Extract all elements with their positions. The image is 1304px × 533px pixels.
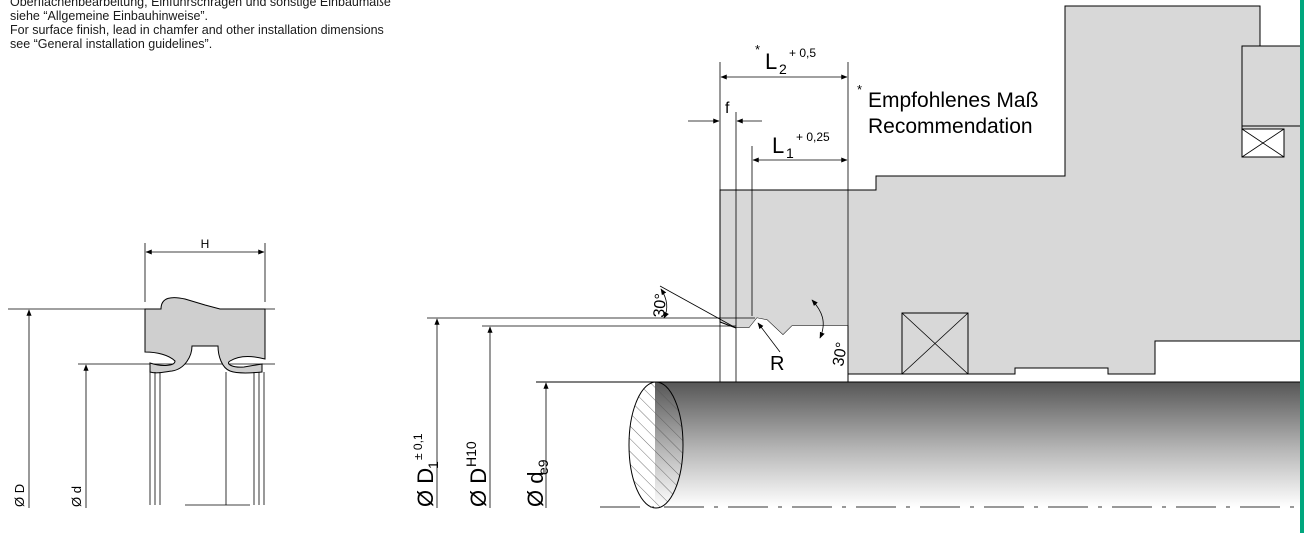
recommendation-line2: Recommendation [868,115,1033,138]
id-label: Ø d [69,486,84,507]
recommendation-star: * [857,82,862,97]
cross-box-large-diag-2 [901,312,969,375]
r-label: R [770,353,784,375]
l2-tol: + 0,5 [789,46,816,60]
rod-section-hatch [628,381,684,509]
d1-base: Ø D [413,468,438,507]
housing-right-step [1241,45,1304,127]
l1-sub: 1 [786,145,794,161]
h-label: H [201,237,210,251]
cross-box-small-diag-2 [1241,128,1285,158]
rod [655,382,1300,507]
angle-bottom-label: 30° [830,341,851,368]
note-de-line1: Oberflächenbearbeitung, Einführschrägen … [10,0,391,9]
note-de-line2: siehe “Allgemeine Einbauhinweise”. [10,9,209,23]
recommendation-line1: Empfohlenes Maß [868,89,1038,112]
installation-note: Oberflächenbearbeitung, Einführschrägen … [10,0,480,51]
dh10-base: Ø D [466,468,491,507]
chamfer-top-line [659,285,737,329]
l2-sub: 2 [779,61,787,77]
angle-top-label: 30° [651,293,670,319]
angle-arc-bottom [811,299,825,339]
l1-base: L [772,133,784,158]
note-en-line2: see “General installation guidelines”. [10,37,213,51]
od-label: Ø D [12,484,27,507]
l2-star: * [755,42,760,57]
seal-cross-section: H Ø D Ø d [8,237,275,508]
dh10-label-group: Ø D H10 [463,441,491,507]
d1-sub: 1 [425,461,441,469]
l2-base: L [765,49,777,74]
dh10-sup: H10 [463,441,479,467]
accent-edge-bar [1300,0,1304,533]
d1-sup: ± 0,1 [411,433,425,460]
f-label: f [725,100,730,117]
note-en-line1: For surface finish, lead in chamfer and … [10,23,384,37]
d1-label-group: Ø D 1 ± 0,1 [411,433,441,507]
de9-base: Ø d [523,472,548,507]
seal-profile [144,297,266,374]
installation-drawing: * L 2 + 0,5 f L 1 + 0,25 * Empfohlenes M… [411,5,1304,509]
radius-leader [757,322,781,353]
angle-arc-top [660,288,669,319]
de9-label-group: Ø d e9 [523,459,551,507]
seal-groove [736,318,848,382]
l1-tol: + 0,25 [796,130,830,144]
housing [719,5,1304,375]
de9-sub: e9 [535,459,551,475]
